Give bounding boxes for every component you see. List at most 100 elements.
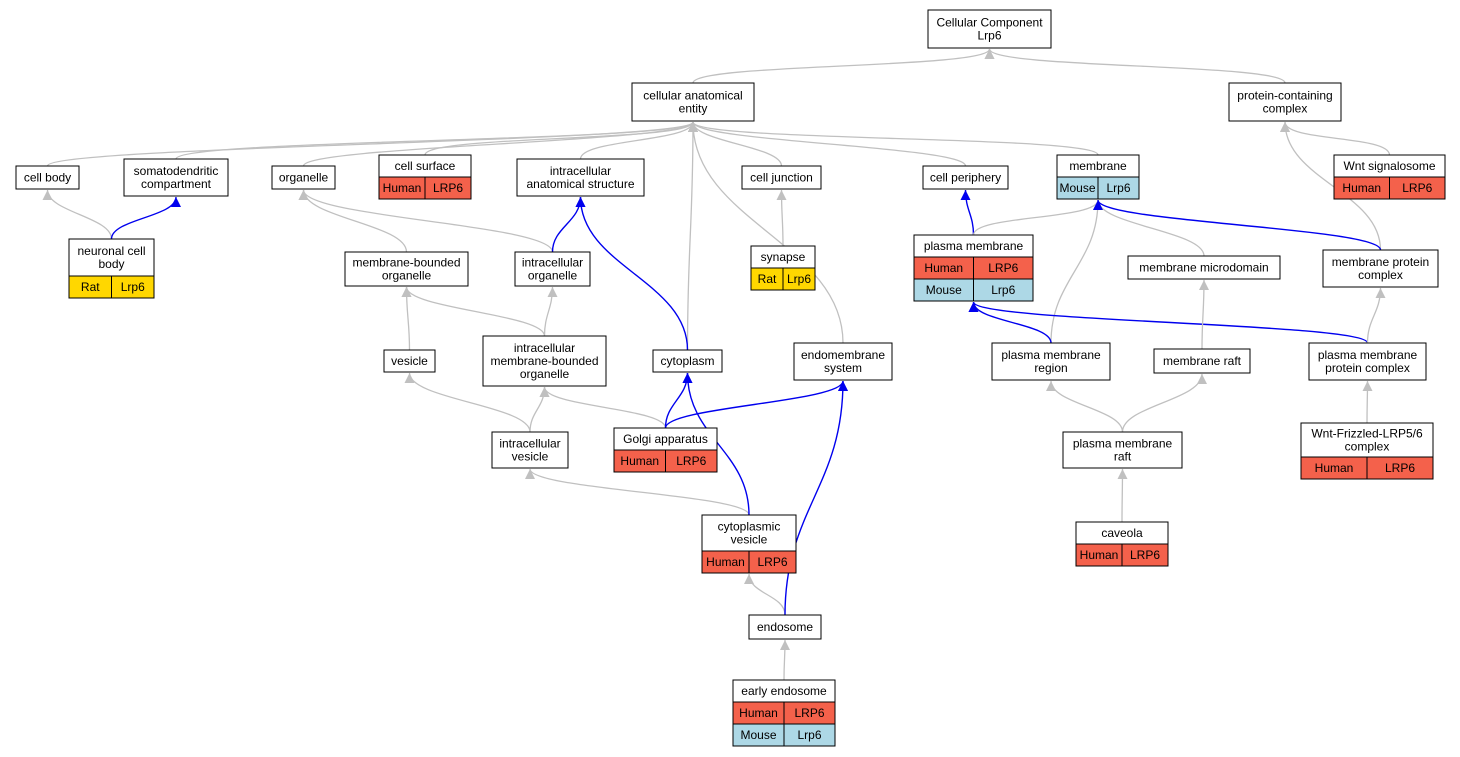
- node-label-line: organelle: [382, 269, 432, 283]
- node-vesicle[interactable]: vesicle: [383, 349, 436, 373]
- node-cellperiphery[interactable]: cell periphery: [922, 165, 1009, 190]
- edge-endomem-to-cae: [688, 121, 844, 344]
- annotation-cell-human: [748, 550, 797, 574]
- node-label-line: complex: [1263, 102, 1308, 116]
- annotation-cell-mouse: [1097, 176, 1140, 200]
- node-label-line: complex: [1345, 440, 1390, 454]
- node-label-line: cellular anatomical: [643, 89, 742, 103]
- annotation-text: Human: [383, 181, 422, 195]
- annotation-text: Lrp6: [121, 280, 145, 294]
- node-label-line: anatomical structure: [526, 177, 634, 191]
- node-box: [516, 158, 645, 197]
- annotation-text: Mouse: [1059, 181, 1095, 195]
- node-memraft[interactable]: membrane raft: [1153, 348, 1251, 374]
- node-box: [1308, 342, 1427, 381]
- node-memmicro[interactable]: membrane microdomain: [1127, 255, 1281, 280]
- annotation-cell-human: [665, 449, 718, 473]
- edge-intraorg-to-organelle: [298, 189, 554, 253]
- node-celljunction[interactable]: cell junction: [741, 165, 822, 190]
- annotation-text: Lrp6: [991, 283, 1015, 297]
- node-label-line: organelle: [528, 269, 578, 283]
- node-label-line: membrane protein: [1332, 255, 1429, 269]
- node-label-line: intracellular: [522, 256, 583, 270]
- edge-imbo-to-intraorg: [543, 286, 558, 337]
- annotation-cell-human: [1366, 456, 1434, 480]
- node-label-line: vesicle: [731, 533, 768, 547]
- node-box: [927, 9, 1052, 49]
- edge-intravesicle-to-imbo: [529, 386, 550, 433]
- annotation-cell-mouse: [973, 278, 1034, 302]
- edge-pcc-to-root: [984, 48, 1286, 84]
- node-label-line: cell body: [24, 171, 71, 185]
- node-label-line: membrane microdomain: [1139, 261, 1268, 275]
- node-label-line: somatodendritic: [134, 164, 219, 178]
- edge-intravesicle-to-vesicle: [404, 372, 531, 433]
- node-box: [1127, 255, 1281, 280]
- annotation-text: Human: [1315, 461, 1354, 475]
- annotation-text: Human: [1080, 548, 1119, 562]
- node-box: [514, 251, 591, 287]
- node-endosome[interactable]: endosome: [748, 614, 822, 640]
- node-label-line: entity: [679, 102, 708, 116]
- node-cellbody[interactable]: cell body: [15, 165, 80, 190]
- edge-golgi-to-imbo: [539, 386, 667, 429]
- edge-synapse-to-celljunction: [776, 189, 787, 247]
- node-label-line: membrane: [1069, 159, 1127, 173]
- node-box: [123, 158, 229, 197]
- edge-membrane-to-cae: [688, 121, 1099, 156]
- node-box: [491, 431, 569, 469]
- node-cytoplasm[interactable]: cytoplasm: [652, 349, 723, 373]
- edge-plasmamem-to-cellperiphery: [960, 189, 975, 236]
- node-label-line: cytoplasm: [660, 354, 714, 368]
- annotation-text: LRP6: [676, 454, 706, 468]
- node-label-line: cell periphery: [930, 171, 1001, 185]
- annotation-text: Human: [924, 261, 963, 275]
- annotation-text: LRP6: [794, 706, 824, 720]
- node-label-line: early endosome: [741, 684, 827, 698]
- node-label-line: Cellular Component: [936, 16, 1043, 30]
- edge-caveola-to-pmraft: [1117, 468, 1128, 523]
- node-label-line: neuronal cell: [77, 244, 145, 258]
- edge-neuronal-to-somato: [110, 196, 181, 240]
- node-box: [991, 342, 1111, 381]
- node-label-line: plasma membrane: [1001, 348, 1101, 362]
- node-box: [1153, 348, 1251, 374]
- annotation-cell-human: [1121, 543, 1169, 567]
- edge-cytoplasm-to-cae: [686, 121, 698, 351]
- node-label-line: vesicle: [391, 354, 428, 368]
- annotation-text: LRP6: [988, 261, 1018, 275]
- edge-neuronal-to-cellbody: [42, 189, 113, 240]
- edge-vesicle-to-membounded: [401, 286, 412, 351]
- node-label-line: Golgi apparatus: [623, 432, 708, 446]
- node-label-line: cell junction: [750, 171, 813, 185]
- annotation-text: LRP6: [1402, 181, 1432, 195]
- node-organelle[interactable]: organelle: [271, 165, 336, 190]
